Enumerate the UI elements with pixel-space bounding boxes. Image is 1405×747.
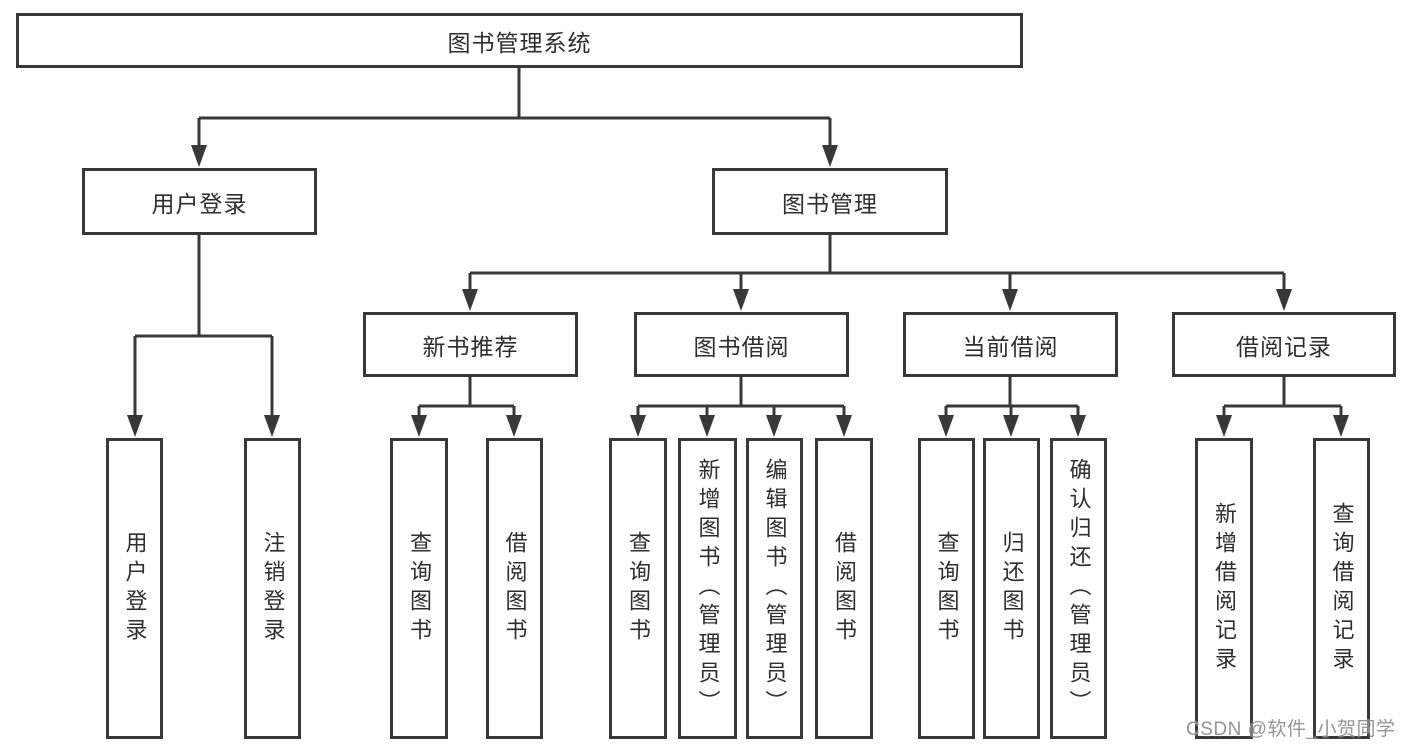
leaf-confirm-return-admin: 确认归还（管理员） <box>1050 438 1107 739</box>
leaf-return-books: 归还图书 <box>983 438 1040 739</box>
leaf-query-books-borrow: 查询图书 <box>609 438 667 739</box>
leaf-borrow-books-recommend: 借阅图书 <box>486 438 543 739</box>
leaf-add-books-admin: 新增图书（管理员） <box>678 438 737 739</box>
leaf-logout: 注销登录 <box>244 438 301 739</box>
leaf-edit-books-admin: 编辑图书（管理员） <box>746 438 803 739</box>
leaf-borrow-books: 借阅图书 <box>815 438 873 739</box>
node-book-borrowing: 图书借阅 <box>634 312 849 377</box>
csdn-watermark: CSDN @软件_小贺同学 <box>1186 719 1396 740</box>
leaf-add-borrow-record: 新增借阅记录 <box>1195 438 1253 739</box>
node-new-book-recommend: 新书推荐 <box>363 312 578 377</box>
leaf-user-login: 用户登录 <box>106 438 163 739</box>
leaf-query-books-recommend: 查询图书 <box>390 438 448 739</box>
node-root-library-system: 图书管理系统 <box>16 13 1023 68</box>
node-book-management: 图书管理 <box>712 168 948 235</box>
leaf-query-books-current: 查询图书 <box>918 438 975 739</box>
leaf-query-borrow-record: 查询借阅记录 <box>1313 438 1370 739</box>
node-borrowing-records: 借阅记录 <box>1172 312 1396 377</box>
node-current-borrowing: 当前借阅 <box>903 312 1118 377</box>
node-user-login: 用户登录 <box>82 168 317 235</box>
